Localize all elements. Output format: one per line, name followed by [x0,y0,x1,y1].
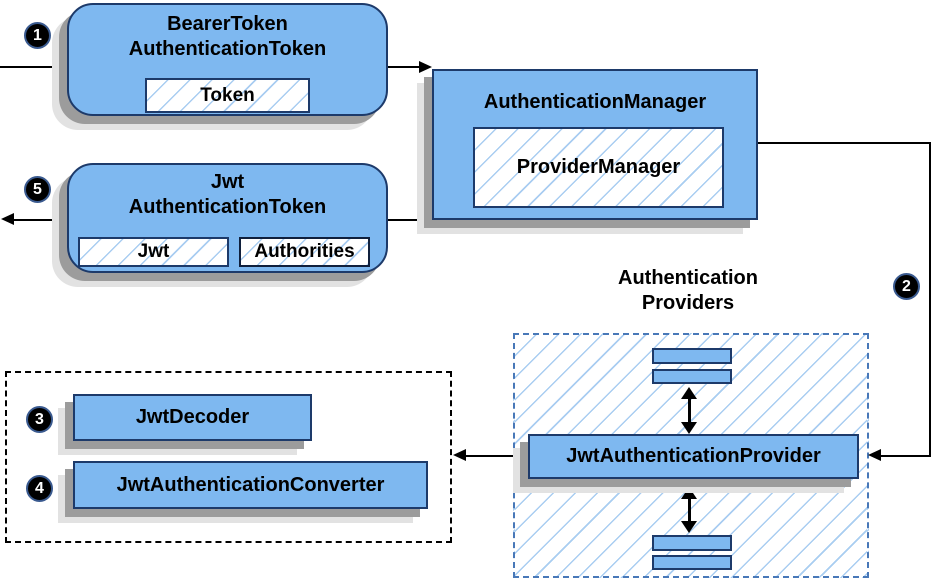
authentication-providers-label-line2: Providers [641,292,735,314]
authentication-providers-label: Authentication Providers [558,266,818,316]
arrowhead-left-icon [453,449,466,461]
flow-line-manager-to-jwt-token [388,219,434,221]
jwt-authentication-token-title: Jwt AuthenticationToken [69,170,386,220]
authorities-field: Authorities [239,237,370,267]
arrowhead-up-icon [681,487,697,499]
step-badge-3: 3 [26,406,53,433]
step-badge-4: 4 [26,475,53,502]
step-badge-5: 5 [24,176,51,203]
authentication-manager-title: AuthenticationManager [483,91,707,113]
jwt-authentication-token-box: Jwt AuthenticationToken Jwt Authorities [67,163,388,273]
arrowhead-right-icon [419,61,432,73]
bearer-token-title: BearerToken AuthenticationToken [69,12,386,62]
decoders-group-box [5,371,452,543]
flow-line-token-to-manager [388,66,420,68]
flow-line-manager-out [758,142,931,144]
arrowhead-down-icon [681,422,697,434]
token-field: Token [145,78,310,113]
authentication-providers-label-line1: Authentication [618,267,758,289]
provider-stub-bar-top-1 [652,348,732,364]
provider-stub-bar-bottom-1 [652,535,732,551]
jwt-decoder-box: JwtDecoder [73,394,312,441]
flow-line-right-vertical [929,142,931,457]
jwt-token-title-line1: Jwt [210,171,245,193]
arrow-shaft [688,398,691,424]
step-badge-2: 2 [893,273,920,300]
flow-line-outgoing [13,219,67,221]
flow-line-into-provider [881,455,931,457]
authentication-manager-box: AuthenticationManager ProviderManager [432,69,758,220]
arrowhead-left-icon [868,449,881,461]
jwt-field: Jwt [78,237,229,267]
provider-manager-box: ProviderManager [473,127,724,208]
arrowhead-up-icon [681,387,697,399]
bearer-token-title-line2: AuthenticationToken [128,38,327,60]
jwt-authentication-converter-box: JwtAuthenticationConverter [73,461,428,509]
arrowhead-down-icon [681,521,697,533]
bearer-token-authentication-token-box: BearerToken AuthenticationToken Token [67,3,388,116]
arrowhead-left-icon [1,213,14,225]
provider-stub-bar-top-2 [652,369,732,384]
provider-stub-bar-bottom-2 [652,555,732,570]
step-badge-1: 1 [24,22,51,49]
jwt-token-title-line2: AuthenticationToken [128,196,327,218]
flow-line-provider-to-decoders [466,455,515,457]
arrow-shaft [688,498,691,522]
jwt-authentication-provider-box: JwtAuthenticationProvider [528,434,859,479]
bearer-token-title-line1: BearerToken [167,13,288,35]
flow-line-incoming-request [0,66,62,68]
